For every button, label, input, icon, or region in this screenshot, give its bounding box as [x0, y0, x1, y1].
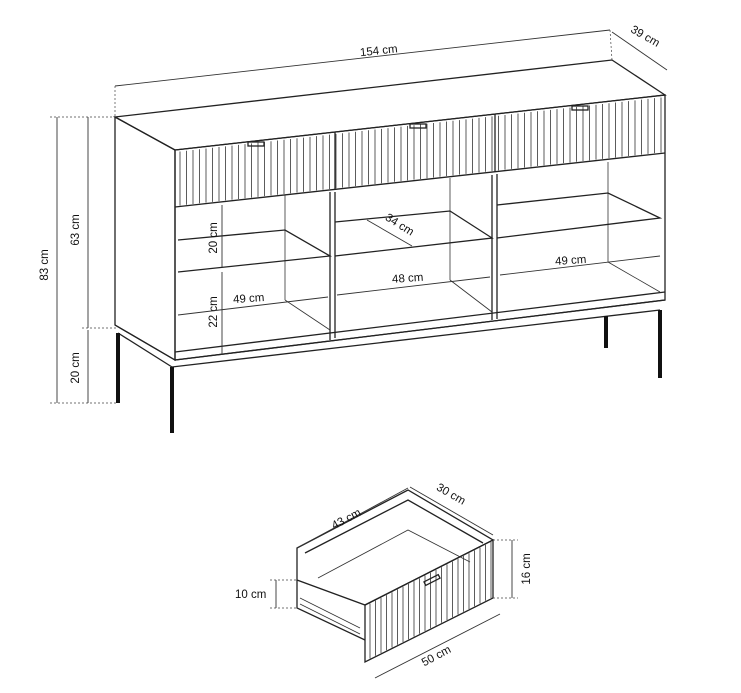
drawer-dimensions: 43 cm 30 cm 16 cm 10 cm 50 cm: [235, 482, 533, 679]
sideboard-left-side: [114, 115, 176, 362]
shelf-right: [496, 192, 663, 239]
drawer-handle: [423, 573, 441, 587]
sideboard-drawing: [112, 59, 667, 433]
drawer-front-height-label: 16 cm: [521, 553, 533, 584]
drawer-drawing: [296, 489, 495, 664]
drawer-fluting: [179, 97, 662, 206]
total-height-label: 83 cm: [39, 249, 51, 280]
drawer-handle: [409, 123, 427, 129]
sideboard-top: [112, 59, 667, 151]
drawer-band-bottom: [174, 152, 666, 208]
width-label: 154 cm: [359, 43, 398, 59]
drawer-inner-height-label: 10 cm: [235, 589, 266, 601]
drawer-inner-width-label: 43 cm: [330, 507, 363, 532]
drawer-handle: [571, 105, 589, 111]
middle-width-label: 48 cm: [392, 272, 424, 286]
right-width-label: 49 cm: [555, 254, 587, 268]
drawer-front-panel: [364, 538, 494, 664]
depth-label: 39 cm: [628, 24, 661, 50]
shelf-left: [177, 229, 333, 273]
left-width-label: 49 cm: [233, 292, 265, 306]
shelf-middle: [334, 210, 494, 257]
lower-shelf-height-label: 22 cm: [208, 296, 220, 327]
leg-height-label: 20 cm: [70, 352, 82, 383]
drawer-front-fluting: [369, 542, 492, 659]
body-height-label: 63 cm: [70, 214, 82, 245]
drawer-handle: [247, 141, 265, 147]
upper-shelf-height-label: 20 cm: [208, 222, 220, 253]
sideboard-front: [174, 94, 666, 361]
drawer-front-width-label: 50 cm: [420, 644, 453, 669]
